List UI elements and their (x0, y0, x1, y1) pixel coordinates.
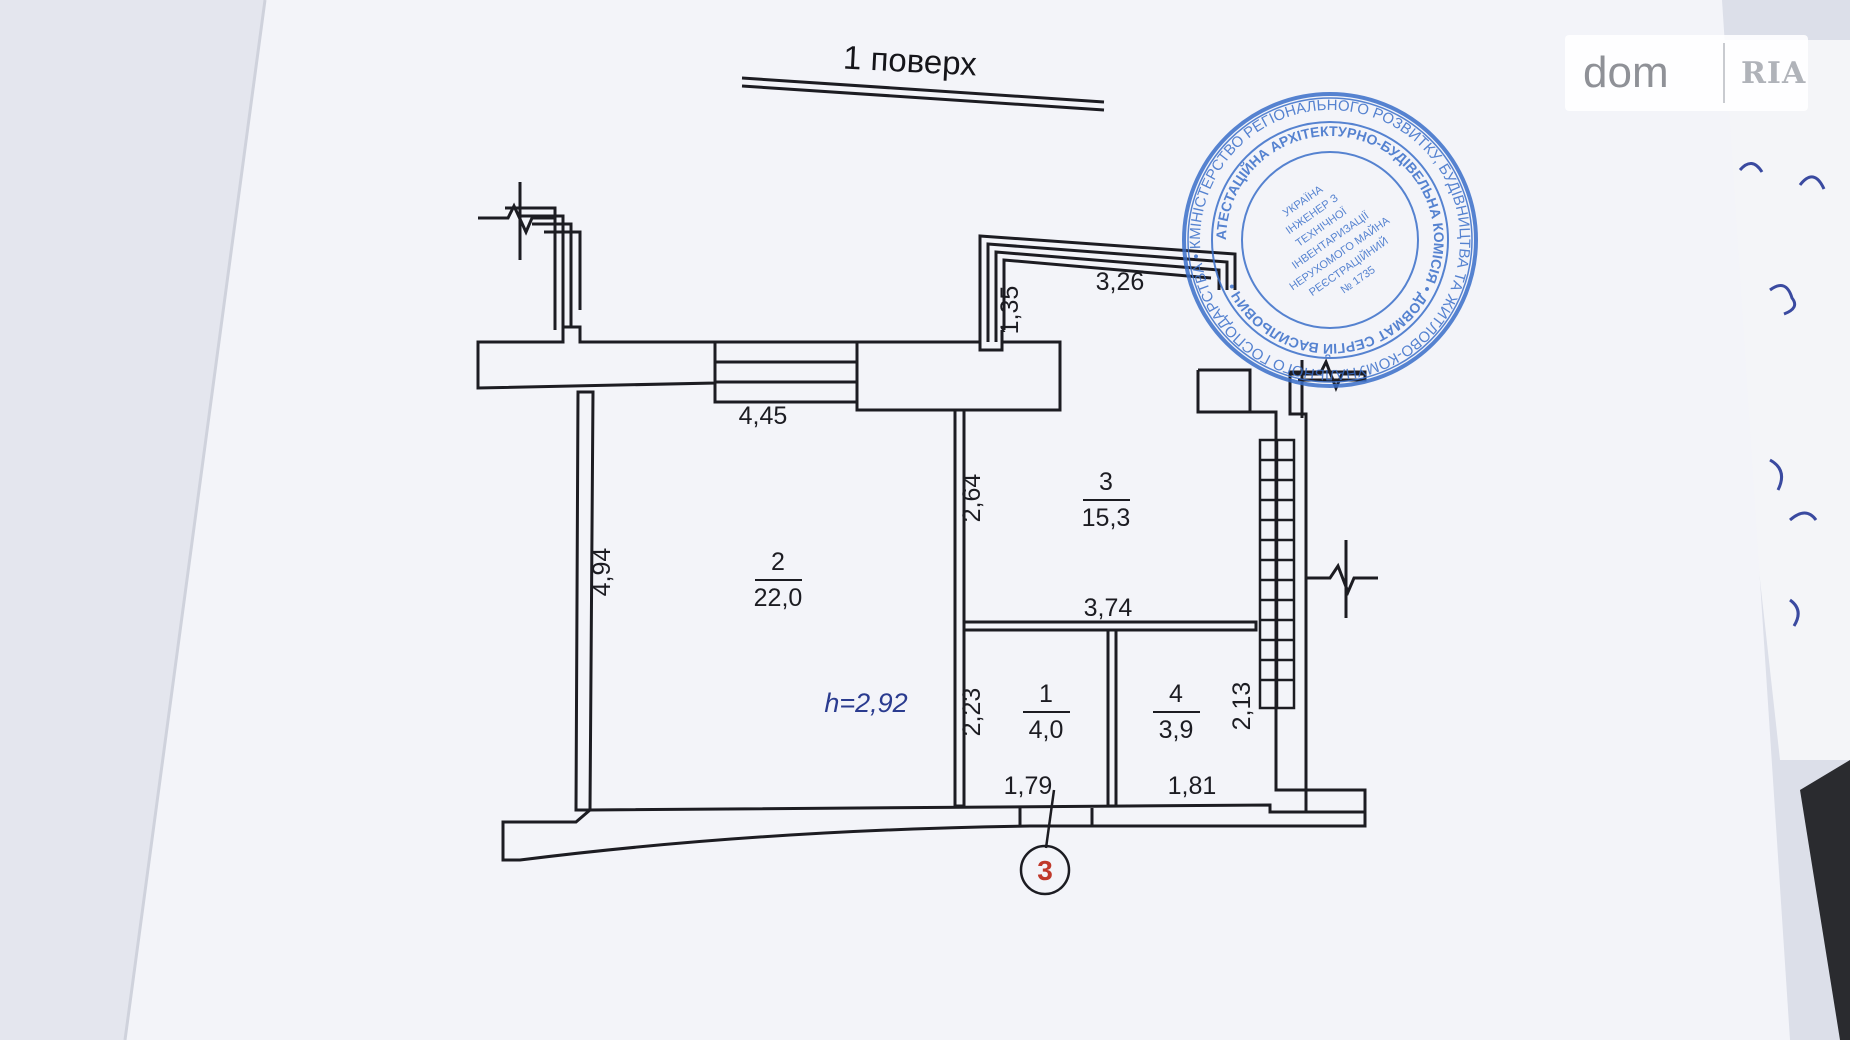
room-1-label: 1 4,0 (1023, 680, 1070, 744)
room-1-number: 1 (1039, 680, 1053, 708)
room-4-label: 4 3,9 (1153, 680, 1200, 744)
handwriting-marks (1738, 162, 1826, 627)
title-underline-2 (741, 84, 1105, 112)
room-3-label: 3 15,3 (1082, 468, 1131, 532)
dim-1-79: 1,79 (1004, 772, 1053, 800)
paper-shadow-line (123, 0, 267, 1040)
dim-4-94: 4,94 (588, 548, 616, 597)
room-2-area: 22,0 (754, 584, 803, 612)
room-2-number: 2 (771, 548, 785, 576)
dark-binder-edge (1800, 760, 1850, 1040)
break-symbol-right-top (1290, 358, 1365, 418)
ceiling-height-label: h=2,92 (824, 688, 907, 718)
dim-3-74: 3,74 (1084, 594, 1133, 622)
room-2-label: 2 22,0 (754, 548, 803, 612)
room-4-area: 3,9 (1159, 716, 1194, 744)
room-3-area: 15,3 (1082, 504, 1131, 532)
axis-leader (1044, 789, 1056, 849)
title-underline-1 (741, 76, 1105, 104)
axis-label: 3 (1037, 855, 1053, 886)
dim-2-13: 2,13 (1228, 682, 1256, 731)
dim-2-23: 2,23 (958, 688, 986, 737)
room-4-number: 4 (1169, 680, 1183, 708)
room-1-area: 4,0 (1029, 716, 1064, 744)
dim-1-35: 1,35 (996, 286, 1024, 335)
dim-3-26: 3,26 (1096, 268, 1145, 296)
break-symbol-top-left (478, 182, 555, 260)
dim-4-45: 4,45 (739, 402, 788, 430)
side-paper (1700, 40, 1850, 760)
watermark-separator (1723, 43, 1725, 103)
dim-2-64: 2,64 (958, 474, 986, 523)
paper-sheet (125, 0, 1790, 1040)
window-right-grid (1258, 438, 1296, 710)
floor-title: 1 поверх (842, 39, 978, 83)
axis-circle (1019, 844, 1071, 896)
domria-watermark: dom RIA (1565, 35, 1808, 111)
watermark-dom-text: dom (1583, 48, 1669, 97)
dim-1-81: 1,81 (1168, 772, 1217, 800)
break-symbol-right-mid (1306, 540, 1378, 618)
watermark-ria-text: RIA (1741, 55, 1807, 91)
room-3-number: 3 (1099, 468, 1113, 496)
